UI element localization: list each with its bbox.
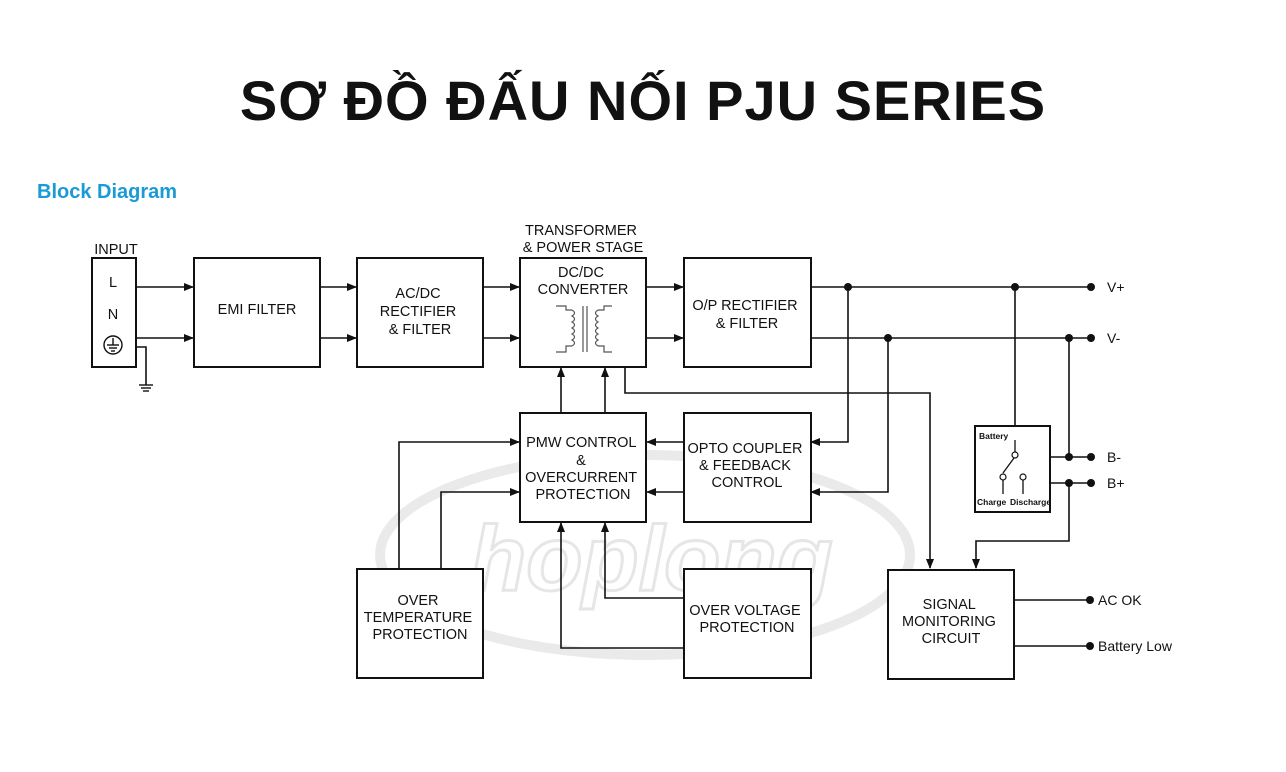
b-plus-terminal-dot (1087, 479, 1095, 487)
battery-low-label: Battery Low (1098, 638, 1173, 654)
b-minus-label: B- (1107, 449, 1121, 465)
junction-dot (1065, 453, 1073, 461)
b-minus-terminal-dot (1087, 453, 1095, 461)
battery-switch-block (974, 425, 1051, 513)
op-rectifier-label: O/P RECTIFIER & FILTER (692, 298, 801, 332)
input-terminal-block (91, 257, 137, 368)
wire-otp-pwm-top (398, 438, 520, 569)
v-minus-label: V- (1107, 330, 1121, 346)
battery-low-terminal-dot (1086, 642, 1094, 650)
v-plus-label: V+ (1107, 279, 1125, 295)
pwm-control-label: PMW CONTROL & OVERCURRENT PROTECTION (525, 435, 641, 503)
input-line-n: N (108, 307, 118, 323)
wire-dcdc-signal (624, 367, 934, 569)
signal-monitoring-block (887, 569, 1015, 680)
acdc-rectifier-label: AC/DC RECTIFIER & FILTER (380, 286, 461, 338)
wire-vplus-opto (810, 287, 849, 446)
signal-monitoring-label: SIGNAL MONITORING CIRCUIT (902, 597, 1000, 647)
v-plus-terminal-dot (1087, 283, 1095, 291)
input-label: INPUT (94, 242, 138, 258)
page-title: SƠ ĐỒ ĐẤU NỐI PJU SERIES (239, 69, 1047, 132)
opto-coupler-block (683, 412, 812, 523)
emi-filter-block (193, 257, 321, 368)
battery-discharge-label: Discharge (1010, 497, 1051, 507)
pwm-control-block (519, 412, 647, 523)
wire-otp-pwm-bottom (440, 488, 520, 569)
transformer-caption: TRANSFORMER & POWER STAGE (523, 223, 644, 256)
wire-ovp-pwm-left (557, 522, 684, 649)
earth-wire (136, 346, 147, 385)
opto-coupler-label: OPTO COUPLER & FEEDBACK CONTROL (688, 441, 807, 491)
op-rectifier-block (683, 257, 812, 368)
wire-vminus-opto (810, 338, 889, 496)
v-minus-terminal-dot (1087, 334, 1095, 342)
wire-bplus-signal (972, 483, 1070, 569)
block-diagram-heading: Block Diagram (37, 181, 178, 203)
acdc-rectifier-block (356, 257, 484, 368)
input-line-l: L (109, 275, 117, 291)
battery-switch-title: Battery (979, 431, 1009, 441)
over-temperature-label: OVER TEMPERATURE PROTECTION (364, 593, 477, 643)
dcdc-converter-label: DC/DC CONVERTER (538, 265, 629, 298)
emi-filter-label: EMI FILTER (218, 302, 297, 318)
ground-icon (103, 335, 123, 355)
over-voltage-label: OVER VOLTAGE PROTECTION (689, 603, 805, 636)
ac-ok-label: AC OK (1098, 592, 1142, 608)
over-voltage-block (683, 568, 812, 679)
battery-charge-label: Charge (977, 497, 1007, 507)
battery-switch-icon (999, 440, 1027, 494)
ac-ok-terminal-dot (1086, 596, 1094, 604)
transformer-icon (556, 305, 612, 353)
over-temperature-block (356, 568, 484, 679)
earth-ground-icon (139, 384, 153, 392)
wire-ovp-pwm-right (601, 522, 684, 599)
b-plus-label: B+ (1107, 475, 1125, 491)
